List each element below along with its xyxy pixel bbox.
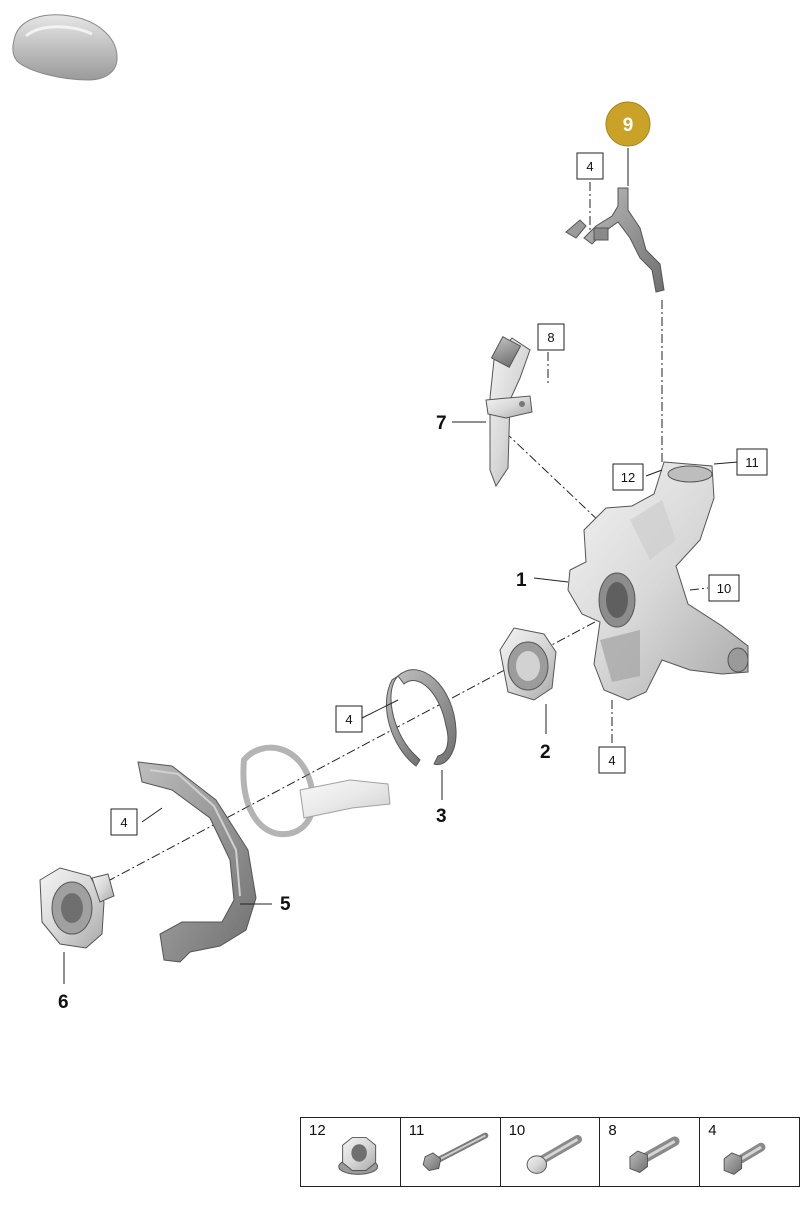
flange-nut-icon [338, 1136, 379, 1175]
boxed-ref-10: 10 [708, 574, 740, 602]
svg-text:4: 4 [586, 159, 593, 174]
svg-text:4: 4 [120, 815, 127, 830]
short-bolt-icon [723, 1142, 766, 1175]
svg-text:12: 12 [621, 470, 635, 485]
legend-num: 8 [608, 1122, 617, 1139]
part-3-retaining-ring [385, 669, 457, 767]
boxed-ref-11: 11 [736, 448, 768, 476]
boxed-ref-4-top: 4 [576, 152, 604, 180]
boxed-ref-12: 12 [612, 463, 644, 491]
part-2-wheel-bearing [499, 627, 557, 701]
svg-text:4: 4 [345, 712, 352, 727]
part-9-sensor-bracket [565, 187, 665, 293]
boxed-ref-4-ring: 4 [335, 705, 363, 733]
fastener-legend: 12 11 10 8 4 [300, 1117, 800, 1187]
legend-num: 11 [408, 1122, 425, 1139]
part-1-wheel-carrier [567, 461, 749, 701]
legend-cell-11: 11 [401, 1118, 501, 1186]
vehicle-silhouette-icon [12, 14, 118, 81]
legend-cell-4: 4 [700, 1118, 799, 1186]
callout-9: 9 [623, 115, 634, 136]
callout-9-highlight: 9 [605, 101, 651, 147]
callout-5: 5 [280, 894, 291, 915]
part-5-dust-shield [137, 761, 257, 963]
svg-text:10: 10 [717, 581, 731, 596]
boxed-ref-8: 8 [537, 323, 565, 351]
svg-text:4: 4 [608, 753, 615, 768]
hex-bolt-icon [629, 1136, 680, 1173]
legend-num: 10 [508, 1122, 526, 1139]
boxed-ref-4-knuckle: 4 [598, 746, 626, 774]
boxed-ref-4-shield: 4 [110, 808, 138, 836]
callout-3: 3 [436, 806, 447, 827]
callout-2: 2 [540, 742, 551, 763]
bolt-icon [526, 1135, 582, 1174]
legend-num: 12 [309, 1122, 326, 1139]
legend-num: 4 [708, 1122, 717, 1139]
callout-1: 1 [516, 570, 527, 591]
svg-text:8: 8 [547, 330, 554, 345]
callout-7: 7 [436, 413, 447, 434]
legend-cell-8: 8 [600, 1118, 701, 1186]
legend-cell-10: 10 [501, 1118, 601, 1186]
leader-lines [63, 148, 739, 984]
callout-6: 6 [58, 992, 69, 1013]
parking-brake-assembly [240, 744, 391, 838]
long-bolt-icon [422, 1132, 489, 1171]
svg-text:11: 11 [745, 455, 759, 470]
part-7-wheel-speed-sensor [485, 336, 533, 488]
legend-cell-12: 12 [301, 1118, 401, 1186]
part-6-wheel-hub [39, 867, 115, 949]
